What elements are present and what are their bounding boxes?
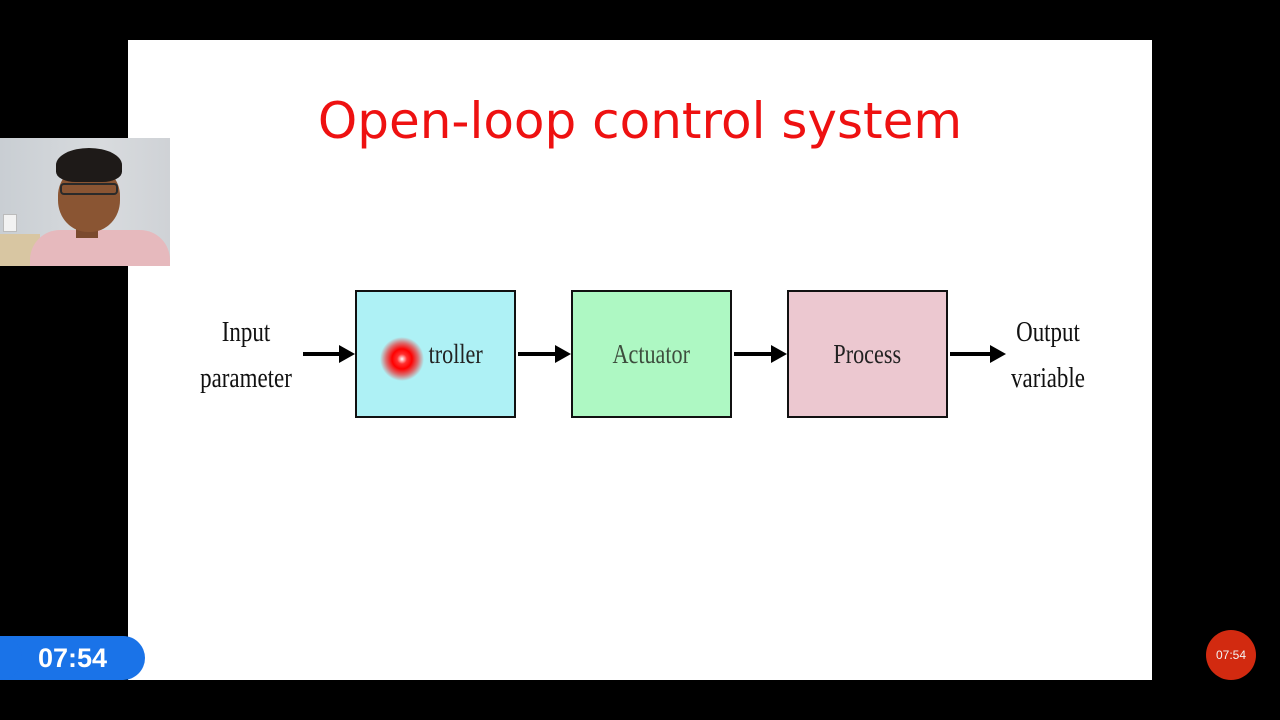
input-label-line1: Input <box>221 317 271 348</box>
actuator-label: Actuator <box>612 338 691 369</box>
output-variable-label: Output variable <box>988 310 1108 402</box>
arrow-process-to-output <box>950 344 1006 364</box>
arrow-actuator-to-process <box>734 344 787 364</box>
presenter-webcam-overlay[interactable] <box>0 138 170 266</box>
record-timer-button[interactable]: 07:54 <box>1206 630 1256 680</box>
process-label: Process <box>833 338 902 369</box>
actuator-block: Actuator <box>571 290 732 418</box>
controller-label: troller <box>428 338 483 369</box>
process-block: Process <box>787 290 948 418</box>
elapsed-timer-badge: 07:54 <box>0 636 145 680</box>
presentation-slide: Open-loop control system Input parameter… <box>128 40 1152 680</box>
presenter-shirt <box>30 230 170 266</box>
presenter-hair <box>56 148 122 182</box>
record-timer-text: 07:54 <box>1215 648 1247 662</box>
laser-pointer-dot <box>380 337 424 381</box>
presenter-glasses <box>60 183 118 195</box>
block-diagram: Input parameter troller Actuator Process <box>128 40 1152 680</box>
elapsed-timer-text: 07:54 <box>37 642 108 673</box>
arrow-controller-to-actuator <box>518 344 571 364</box>
slide-title: Open-loop control system <box>317 92 963 150</box>
output-label-line2: variable <box>1011 363 1085 394</box>
input-parameter-label: Input parameter <box>186 310 306 402</box>
input-label-line2: parameter <box>200 363 292 394</box>
wall-socket <box>3 214 17 232</box>
arrow-input-to-controller <box>303 344 355 364</box>
output-label-line1: Output <box>1016 317 1080 348</box>
controller-block: troller <box>355 290 516 418</box>
